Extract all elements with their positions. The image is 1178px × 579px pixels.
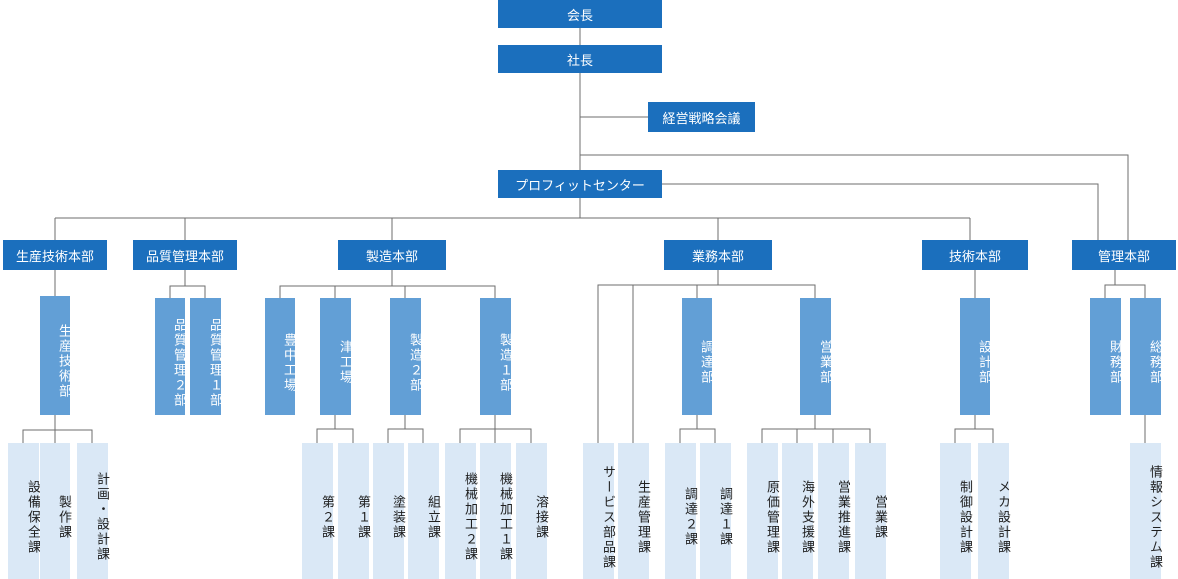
section-overseas-support: 海外支援課 [782,443,814,579]
section-painting: 塗装課 [373,443,405,579]
section-sales: 営業課 [855,443,887,579]
division-business: 業務本部 [664,240,772,270]
connector-profit-right [662,183,1099,240]
dept-tsu-factory: 津工場 [320,298,352,415]
connector-admin-bypass [580,154,1129,240]
section-sales-promotion: 営業推進課 [818,443,850,579]
dept-sales: 営業部 [800,298,832,415]
section-machining-1: 機械加工１課 [480,443,512,579]
connector-division-bus [54,198,971,240]
division-administration: 管理本部 [1072,240,1176,270]
section-control-design: 制御設計課 [940,443,972,579]
connector-manufacturing [279,270,496,298]
division-manufacturing: 製造本部 [338,240,446,270]
president-box: 社長 [498,45,662,73]
section-service-parts: サービス部品課 [583,443,615,579]
connector-administration [1104,270,1146,443]
section-information-systems: 情報システム課 [1130,443,1162,579]
dept-procurement: 調達部 [682,298,713,415]
section-welding: 溶接課 [516,443,548,579]
connector-technology [954,270,994,443]
connector-mfg1 [459,415,532,443]
section-procurement-2: 調達２課 [665,443,697,579]
chairman-box: 会長 [498,0,662,28]
section-production-control: 生産管理課 [618,443,650,579]
section-cost-management: 原価管理課 [747,443,779,579]
section-planning-design: 計画・設計課 [77,443,109,579]
section-mechanical-design: メカ設計課 [978,443,1010,579]
dept-finance: 財務部 [1090,298,1122,415]
division-production-tech: 生産技術本部 [3,240,107,270]
section-assembly: 組立課 [408,443,440,579]
connector-mfg2 [387,415,424,443]
division-quality: 品質管理本部 [133,240,237,270]
strategy-council-box: 経営戦略会議 [648,102,755,132]
connector-quality [169,270,206,298]
profit-center-box: プロフィットセンター [498,170,662,198]
section-equipment-maintenance: 設備保全課 [8,443,40,579]
dept-design: 設計部 [960,298,991,415]
division-technology: 技術本部 [922,240,1028,270]
dept-manufacturing-2: 製造２部 [390,298,422,415]
connector-procurement [679,415,716,443]
dept-toyonaka-factory: 豊中工場 [265,298,296,415]
dept-general-affairs: 総務部 [1130,298,1162,415]
connector-tsu [316,415,354,443]
connector-business [597,270,816,443]
dept-quality-2: 品質管理２部 [155,298,186,415]
dept-production-tech: 生産技術部 [40,296,71,415]
section-1: 第１課 [338,443,370,579]
dept-manufacturing-1: 製造１部 [480,298,512,415]
section-machining-2: 機械加工２課 [445,443,477,579]
dept-quality-1: 品質管理１部 [190,298,222,415]
section-2: 第２課 [302,443,334,579]
section-procurement-1: 調達１課 [700,443,732,579]
connector-prod-tech [22,270,93,443]
section-production: 製作課 [40,443,71,579]
connector-sales [761,415,871,443]
